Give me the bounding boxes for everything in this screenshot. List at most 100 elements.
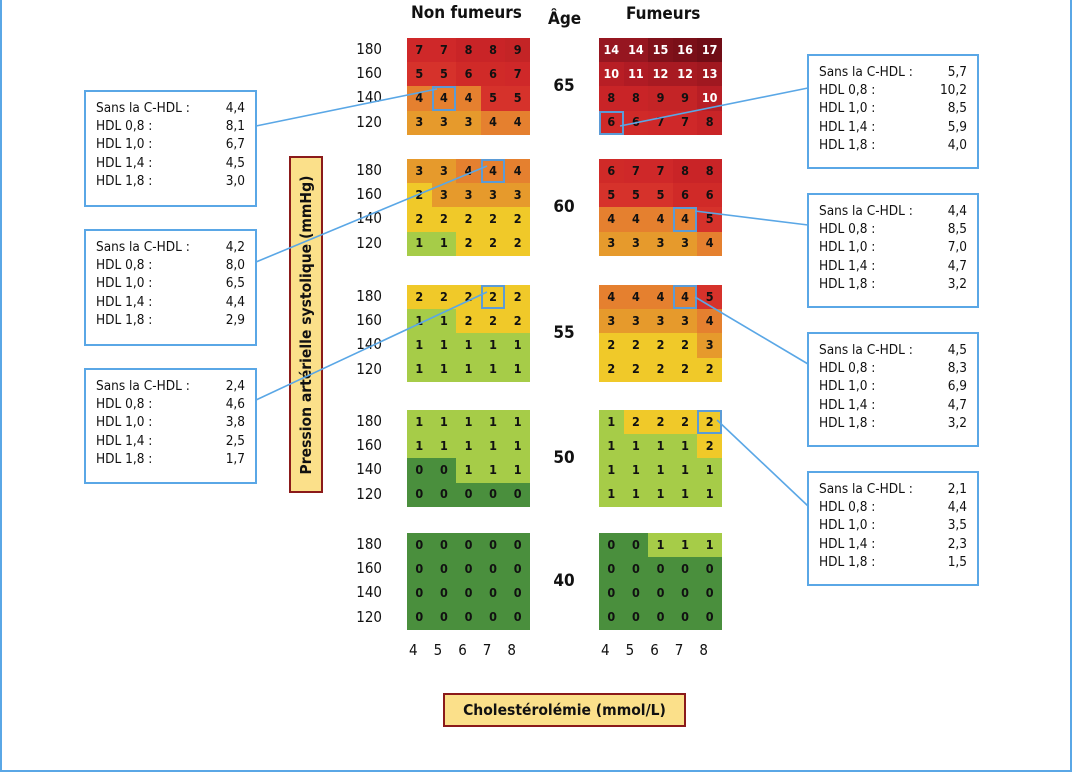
risk-cell: 0	[648, 557, 673, 582]
risk-cell: 6	[623, 110, 649, 135]
hdl-row: Sans la C-HDL :4,5	[819, 341, 967, 359]
risk-cell: 3	[456, 110, 481, 135]
chol-tick-label: 6	[458, 641, 467, 659]
risk-cell: 8	[623, 86, 649, 111]
risk-cell: 1	[431, 309, 457, 334]
risk-cell: 1	[672, 482, 698, 507]
hdl-row-label: HDL 1,4 :	[819, 535, 876, 552]
risk-cell: 4	[697, 309, 722, 334]
risk-cell: 5	[407, 62, 432, 87]
risk-cell: 0	[623, 581, 649, 606]
risk-cell: 4	[648, 285, 673, 310]
hdl-row: HDL 1,4 :2,3	[819, 535, 967, 553]
hdl-row-label: HDL 1,0 :	[819, 517, 876, 534]
risk-cell: 13	[697, 62, 722, 87]
hdl-row: HDL 1,8 :1,7	[96, 450, 245, 468]
risk-cell: 10	[599, 62, 624, 87]
risk-cell: 0	[599, 557, 624, 582]
x-axis-title: Cholestérolémie (mmol/L)	[443, 693, 686, 727]
hdl-row-value: 3,0	[225, 172, 245, 189]
hdl-row-label: HDL 1,0 :	[819, 100, 876, 117]
hdl-row: HDL 1,0 :6,5	[96, 274, 245, 292]
risk-cell: 3	[456, 183, 481, 208]
risk-cell: 0	[697, 605, 722, 630]
hdl-row-label: Sans la C-HDL :	[819, 203, 913, 219]
risk-cell: 0	[431, 605, 457, 630]
risk-cell: 2	[623, 410, 649, 435]
hdl-row-value: 6,5	[225, 275, 245, 292]
hdl-row-label: HDL 0,8 :	[819, 82, 876, 99]
risk-cell: 12	[672, 62, 698, 87]
risk-cell: 2	[480, 207, 506, 232]
risk-cell: 0	[431, 581, 457, 606]
risk-cell: 8	[697, 159, 722, 184]
risk-cell: 4	[672, 285, 698, 310]
hdl-row-value: 4,7	[947, 396, 967, 413]
risk-cell: 3	[599, 231, 624, 256]
risk-cell: 0	[456, 557, 481, 582]
risk-cell: 8	[697, 110, 722, 135]
risk-cell: 0	[623, 605, 649, 630]
risk-cell: 9	[672, 86, 698, 111]
hdl-row: Sans la C-HDL :2,4	[96, 377, 245, 395]
risk-cell: 2	[648, 333, 673, 358]
bp-tick-label: 120	[356, 359, 382, 378]
age-label: 50	[553, 448, 575, 468]
bp-tick-label: 160	[356, 64, 382, 83]
risk-cell: 4	[648, 207, 673, 232]
risk-cell: 1	[623, 482, 649, 507]
bp-tick-label: 120	[356, 233, 382, 252]
risk-cell: 2	[505, 309, 530, 334]
risk-cell: 7	[623, 159, 649, 184]
hdl-row-value: 8,5	[947, 221, 967, 238]
risk-cell: 1	[431, 333, 457, 358]
hdl-row-label: Sans la C-HDL :	[819, 64, 913, 80]
risk-cell: 2	[456, 207, 481, 232]
bp-tick-label: 160	[356, 436, 382, 455]
risk-cell: 2	[697, 357, 722, 382]
risk-cell: 1	[456, 333, 481, 358]
hdl-row-label: HDL 1,4 :	[96, 432, 153, 449]
risk-cell: 1	[505, 434, 530, 459]
hdl-row-value: 8,0	[225, 257, 245, 274]
risk-cell: 1	[648, 458, 673, 483]
risk-cell: 0	[672, 557, 698, 582]
risk-cell: 8	[456, 38, 481, 63]
header-non-smokers: Non fumeurs	[411, 3, 522, 23]
risk-cell: 14	[599, 38, 624, 63]
hdl-row-value: 1,5	[947, 553, 967, 570]
risk-cell: 1	[480, 357, 506, 382]
risk-cell: 6	[697, 183, 722, 208]
hdl-row-label: Sans la C-HDL :	[96, 239, 190, 255]
risk-cell: 2	[672, 357, 698, 382]
hdl-row-label: HDL 1,4 :	[96, 154, 153, 171]
risk-cell: 1	[623, 434, 649, 459]
risk-cell: 1	[697, 458, 722, 483]
hdl-row-label: HDL 0,8 :	[96, 257, 153, 274]
hdl-row-label: Sans la C-HDL :	[96, 100, 190, 116]
hdl-row-value: 4,7	[947, 257, 967, 274]
hdl-row: HDL 1,8 :1,5	[819, 553, 967, 571]
risk-cell: 1	[431, 434, 457, 459]
risk-cell: 4	[505, 110, 530, 135]
bp-tick-label: 180	[356, 412, 382, 430]
hdl-row-value: 6,9	[947, 378, 967, 395]
risk-cell: 0	[407, 581, 432, 606]
hdl-row-value: 5,7	[947, 64, 967, 80]
hdl-row-label: HDL 1,4 :	[96, 293, 153, 310]
risk-cell: 8	[672, 159, 698, 184]
risk-cell: 4	[697, 231, 722, 256]
risk-cell: 2	[672, 410, 698, 435]
hdl-row-value: 5,9	[947, 118, 967, 135]
risk-cell: 1	[456, 357, 481, 382]
hdl-row: HDL 1,4 :4,5	[96, 154, 245, 172]
risk-cell: 4	[480, 159, 506, 184]
risk-cell: 0	[480, 581, 506, 606]
hdl-row: HDL 1,0 :3,8	[96, 413, 245, 431]
risk-cell: 3	[505, 183, 530, 208]
hdl-row-label: HDL 1,0 :	[819, 239, 876, 256]
